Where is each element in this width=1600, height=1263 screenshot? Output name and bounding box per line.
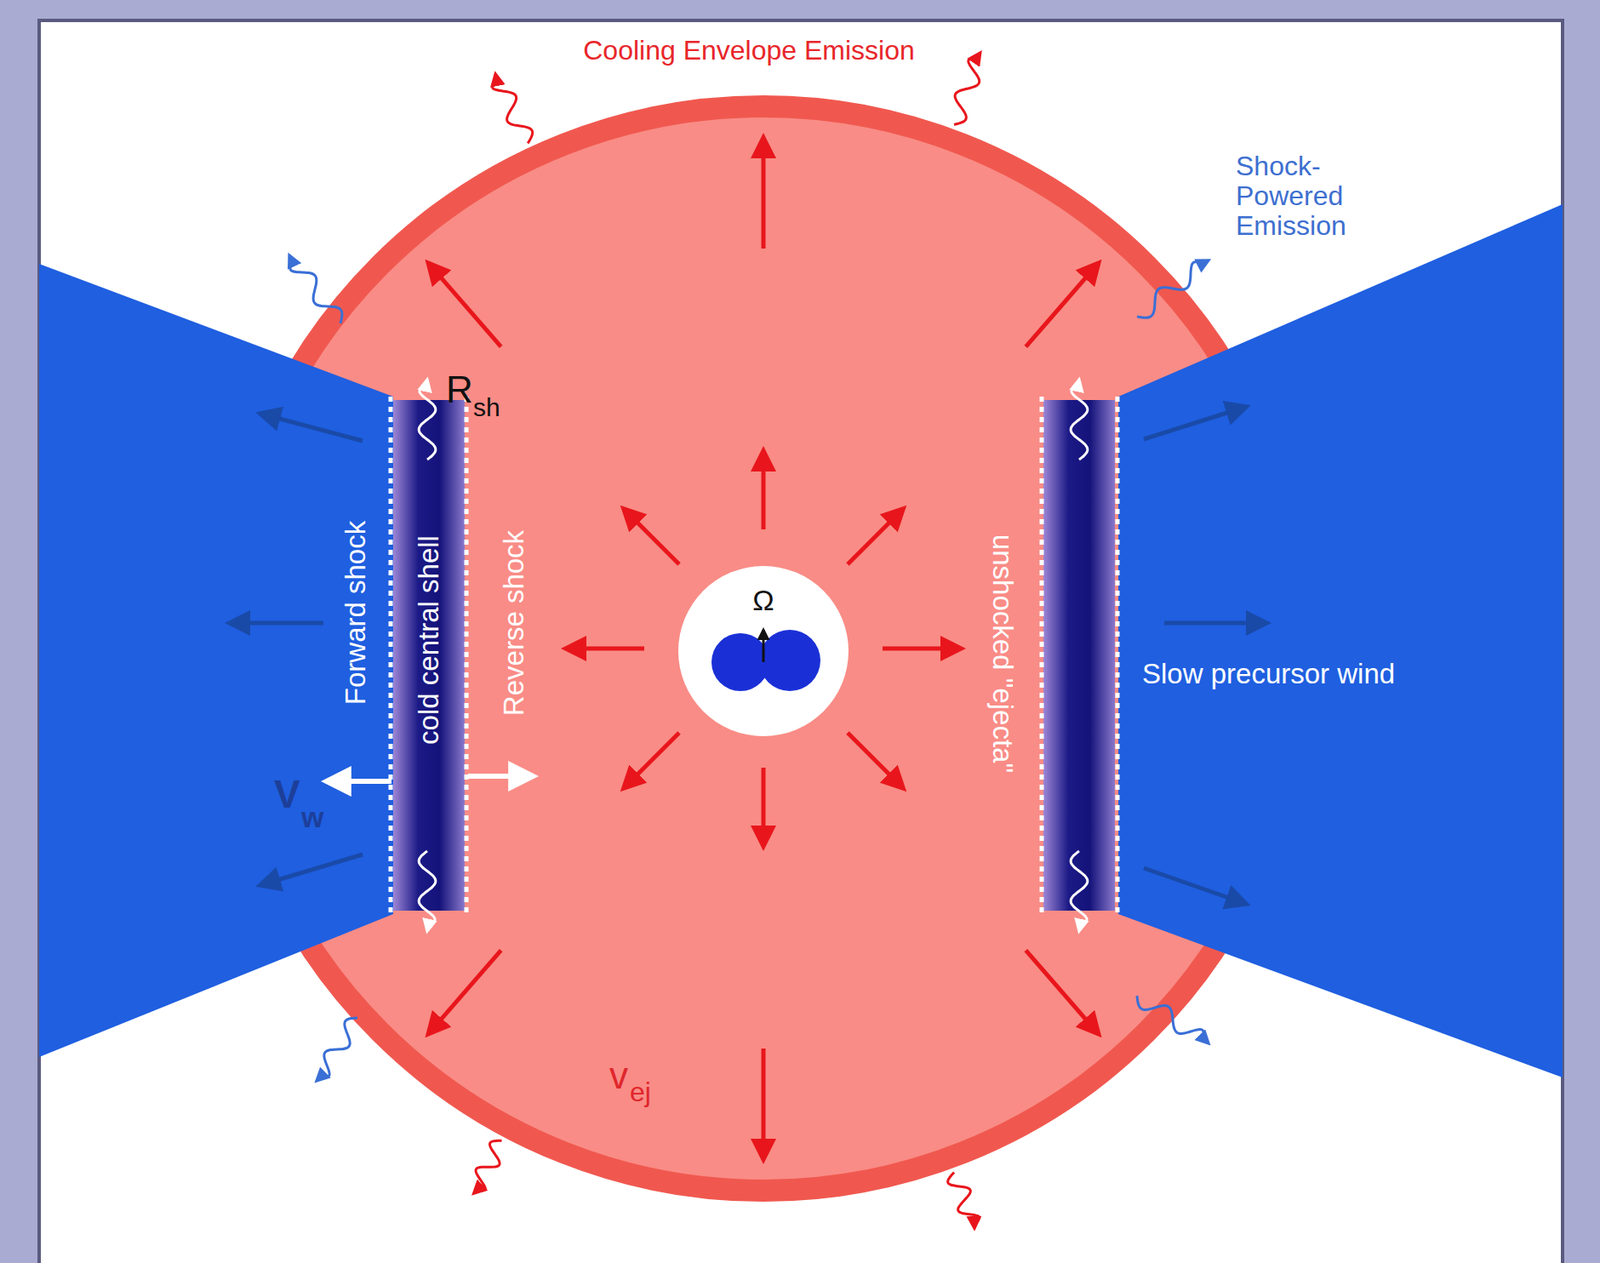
ejecta-arrow [847,508,903,565]
velocity-symbol: V [274,772,301,817]
wind-arrow [1143,406,1246,440]
radius-subscript: sh [473,393,501,422]
emission-label: Shock- Powered Emission [1235,151,1347,242]
radius-symbol: R [445,368,474,411]
reverse-shock-arrow [468,773,533,779]
cooling-emission-wave [948,1171,980,1229]
shell-emission-wave [418,379,436,460]
cold-shell-band [1043,400,1115,911]
shell-emission-wave [418,851,436,932]
binary-star [759,629,821,692]
wind-label: Slow precursor wind [1142,658,1395,690]
cooling-emission-wave [474,1140,503,1194]
shell-emission-wave [1070,379,1088,460]
spin-axis-arrow [762,629,766,663]
shock-emission-wave [1137,995,1209,1044]
velocity-symbol: v [609,1055,629,1097]
shock-emission-wave [1137,260,1209,318]
central-cavity [678,565,849,737]
shock-emission-wave [316,1017,358,1081]
ejecta-arrow [882,646,961,652]
ejecta-arrow [847,732,903,789]
velocity-subscript: ej [629,1077,652,1108]
rotation-symbol: Ω [752,584,774,617]
emission-label: Cooling Envelope Emission [582,34,915,66]
velocity-subscript: ej [629,1076,652,1108]
ejecta-arrow [623,732,680,789]
precursor-wind-wedge [39,263,394,1058]
ejecta-arrow [761,767,766,846]
ejecta-label: unshocked "ejecta" [987,534,1019,773]
radius-symbol: R [445,369,474,411]
flow-arrows [229,137,1267,1160]
wind-arrow [260,854,363,886]
forward-shock-arrow [326,778,392,784]
velocity-symbol: V [274,771,301,817]
ejecta-label: unshocked "ejecta" [987,534,1018,773]
rotation-symbol: Ω [752,583,774,617]
wind-arrow [1143,868,1246,904]
ejecta-arrow [761,137,766,249]
wind-arrow [260,413,363,441]
ejecta-arrow [1025,262,1098,347]
cooling-emission-wave [492,74,533,144]
velocity-symbol: v [609,1054,629,1097]
ejecta-arrow [428,950,501,1035]
shock-emission-waves [289,255,1209,1081]
frame [39,20,1563,1263]
wind-arrow [1164,621,1267,626]
ejecta-arrow [428,262,501,347]
shock-label: Reverse shock [497,530,530,716]
shock-label: Reverse shock [498,530,530,716]
ejecta-arrow [761,1048,766,1160]
ejecta-arrow [565,646,645,652]
ejecta-arrow [761,451,766,530]
ejecta-arrow [623,508,680,565]
precursor-wind-wedge [1118,204,1563,1078]
shock-label: Forward shock [339,520,372,705]
cooling-emission-waves [474,52,981,1229]
wind-arrow [229,621,324,626]
shock-label: Forward shock [340,520,372,705]
radius-subscript: sh [473,393,501,422]
velocity-subscript: w [301,800,324,834]
shell-label: cold central shell [413,535,445,745]
emission-label: Cooling Envelope Emission [582,35,915,66]
shell-label: cold central shell [412,535,445,745]
shell-emission-wave [1070,851,1088,932]
velocity-subscript: w [301,801,324,834]
shock-fronts [390,396,1118,915]
shock-emission-wave [289,255,343,324]
cooling-emission-wave [954,52,981,126]
ejecta-arrow [1025,950,1098,1035]
emission-label: Shock- Powered Emission [1235,150,1347,241]
cold-shell-band [393,400,465,911]
wind-label: Slow precursor wind [1142,657,1395,690]
